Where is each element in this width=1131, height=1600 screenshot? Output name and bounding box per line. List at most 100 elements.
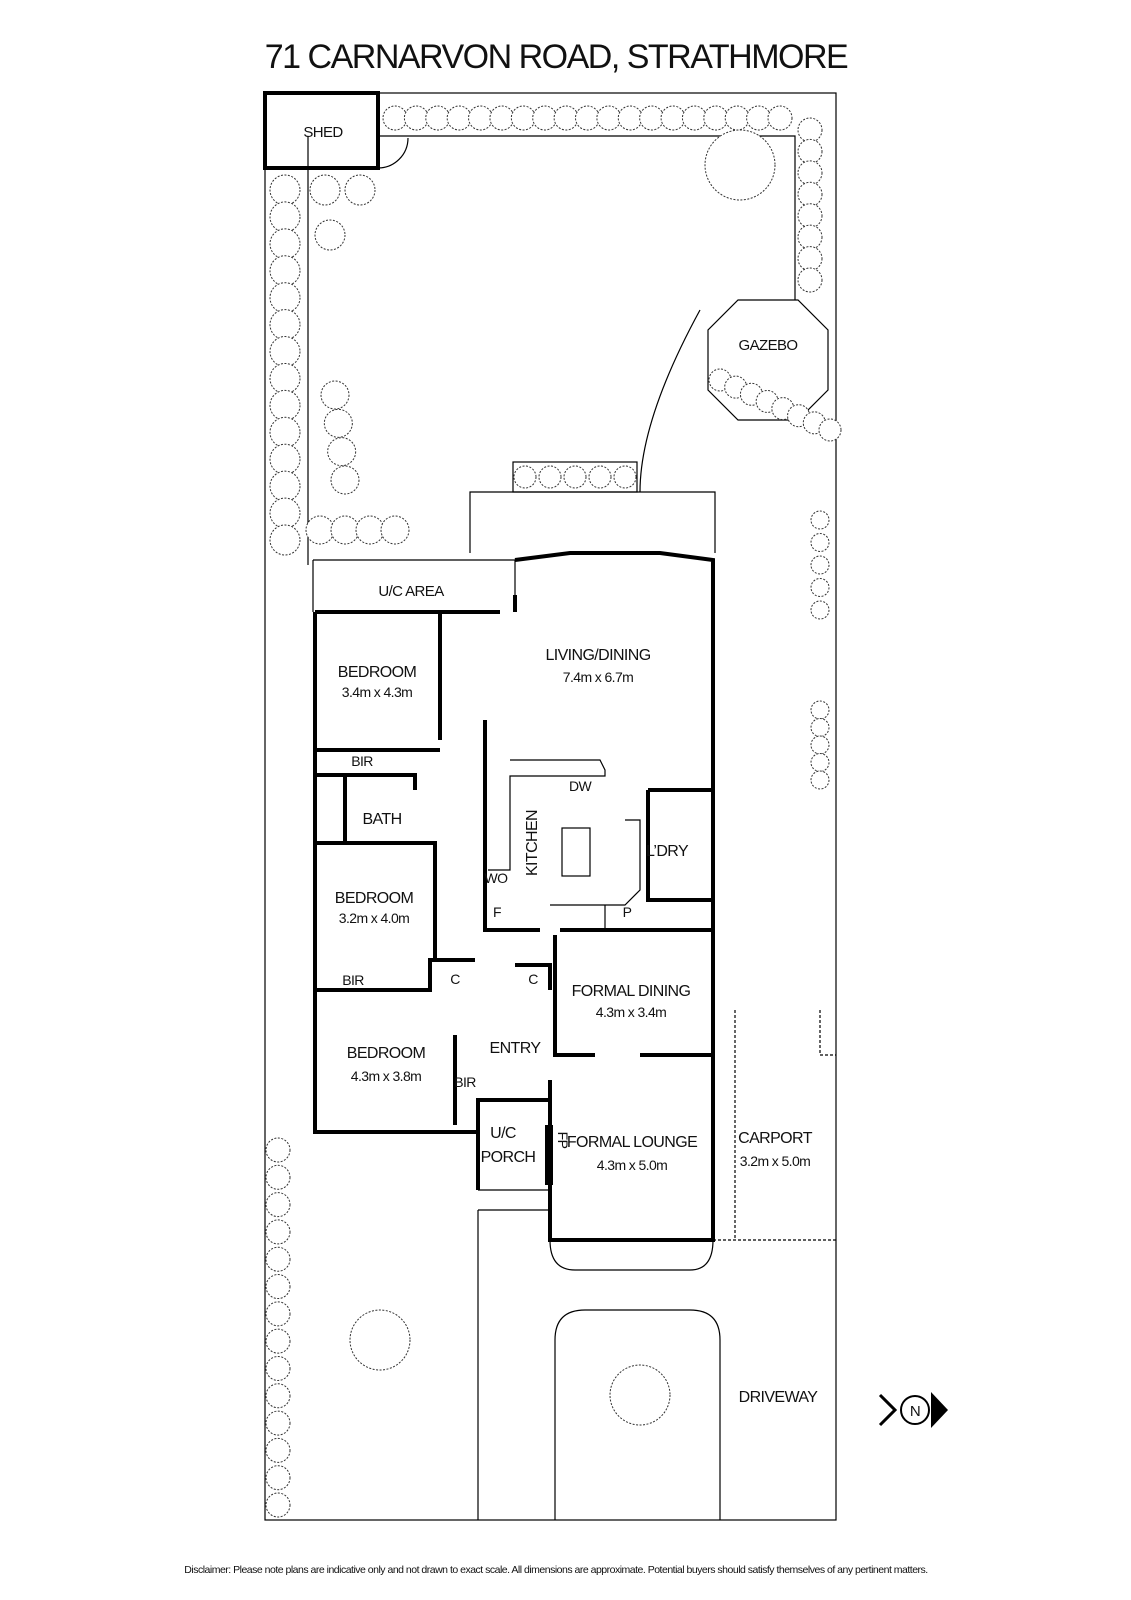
tree bbox=[746, 105, 772, 131]
label-cupboard-1: C bbox=[450, 971, 460, 987]
shed-door bbox=[377, 137, 409, 169]
label-uc-area: U/C AREA bbox=[378, 583, 444, 600]
front-tree bbox=[349, 1309, 411, 1371]
tree bbox=[269, 389, 301, 421]
tree bbox=[767, 105, 793, 131]
tree bbox=[617, 105, 643, 131]
tree bbox=[269, 309, 301, 341]
tree bbox=[818, 418, 842, 442]
tree bbox=[269, 228, 301, 260]
tree bbox=[265, 1410, 291, 1436]
tree bbox=[797, 203, 823, 229]
tree bbox=[797, 138, 823, 164]
tree bbox=[265, 1437, 291, 1463]
tree bbox=[269, 362, 301, 394]
label-dw: DW bbox=[569, 778, 593, 794]
tree bbox=[269, 524, 301, 556]
tree bbox=[510, 105, 536, 131]
tree bbox=[724, 105, 750, 131]
tree bbox=[810, 533, 830, 552]
label-gazebo: GAZEBO bbox=[739, 337, 798, 354]
tree bbox=[323, 408, 353, 438]
label-bedroom-3: BEDROOM bbox=[347, 1045, 426, 1062]
size-formal-lounge: 4.3m x 5.0m bbox=[597, 1157, 667, 1173]
shed bbox=[263, 91, 380, 170]
label-living: LIVING/DINING bbox=[545, 647, 650, 664]
hedge-trees bbox=[265, 105, 842, 1518]
label-formal-dining: FORMAL DINING bbox=[572, 983, 691, 1000]
label-entry: ENTRY bbox=[490, 1040, 542, 1057]
tree bbox=[553, 105, 579, 131]
tree bbox=[269, 282, 301, 314]
label-bir-2: BIR bbox=[342, 972, 364, 988]
tree bbox=[269, 443, 301, 475]
tree bbox=[330, 465, 360, 495]
label-wo: WO bbox=[485, 870, 509, 886]
tree bbox=[269, 416, 301, 448]
tree bbox=[265, 1383, 291, 1409]
tree bbox=[575, 105, 600, 131]
label-fridge: F bbox=[493, 904, 501, 920]
tree bbox=[269, 174, 301, 206]
tree bbox=[344, 174, 376, 206]
tree bbox=[513, 465, 537, 489]
label-porch-1: U/C bbox=[490, 1125, 516, 1142]
label-cupboard-2: C bbox=[528, 971, 538, 987]
tree bbox=[305, 515, 335, 545]
garden-path bbox=[378, 135, 796, 493]
tree bbox=[639, 105, 665, 131]
north-arrow-icon: N bbox=[878, 1392, 948, 1428]
tree bbox=[320, 380, 350, 410]
house-walls bbox=[312, 551, 715, 1242]
tree bbox=[489, 105, 515, 131]
carport-outline bbox=[713, 1010, 836, 1241]
tree bbox=[265, 1137, 291, 1163]
tree bbox=[810, 578, 830, 597]
tree bbox=[681, 105, 707, 131]
bay-window bbox=[549, 1239, 714, 1271]
tree bbox=[797, 224, 823, 250]
tree bbox=[468, 105, 494, 131]
tree bbox=[797, 117, 823, 143]
tree bbox=[588, 465, 612, 489]
label-kitchen: KITCHEN bbox=[524, 810, 541, 876]
tree bbox=[265, 1465, 291, 1491]
tree bbox=[538, 465, 562, 489]
tree bbox=[810, 555, 830, 575]
label-bir-1: BIR bbox=[351, 753, 373, 769]
size-formal-dining: 4.3m x 3.4m bbox=[596, 1004, 666, 1020]
tree bbox=[446, 105, 472, 131]
tree bbox=[810, 770, 830, 790]
tree bbox=[314, 219, 346, 251]
size-bedroom-1: 3.4m x 4.3m bbox=[342, 684, 412, 700]
label-laundry: L’DRY bbox=[646, 843, 689, 860]
tree bbox=[265, 1164, 291, 1190]
tree bbox=[265, 1246, 291, 1272]
tree bbox=[810, 718, 830, 737]
tree bbox=[265, 1274, 291, 1300]
tree bbox=[797, 246, 823, 272]
label-formal-lounge: FORMAL LOUNGE bbox=[567, 1134, 697, 1151]
plan-title: 71 CARNARVON ROAD, STRATHMORE bbox=[265, 38, 848, 76]
tree bbox=[382, 105, 408, 131]
size-carport: 3.2m x 5.0m bbox=[740, 1153, 810, 1169]
svg-text:N: N bbox=[910, 1403, 920, 1420]
tree bbox=[810, 700, 830, 720]
size-bedroom-3: 4.3m x 3.8m bbox=[351, 1068, 421, 1084]
label-carport: CARPORT bbox=[738, 1130, 813, 1147]
tree bbox=[660, 105, 686, 131]
disclaimer: Disclaimer: Please note plans are indica… bbox=[184, 1564, 927, 1576]
tree bbox=[309, 174, 341, 206]
tree bbox=[703, 105, 729, 131]
tree bbox=[810, 600, 830, 620]
tree bbox=[265, 1328, 291, 1354]
tree bbox=[269, 255, 301, 287]
tree bbox=[797, 160, 823, 186]
front-garden bbox=[477, 1210, 721, 1520]
tree bbox=[596, 105, 622, 131]
label-porch-2: PORCH bbox=[481, 1149, 536, 1166]
label-bir-3: BIR bbox=[454, 1074, 476, 1090]
label-bath: BATH bbox=[362, 811, 401, 828]
tree bbox=[810, 753, 830, 772]
label-shed: SHED bbox=[303, 124, 343, 141]
